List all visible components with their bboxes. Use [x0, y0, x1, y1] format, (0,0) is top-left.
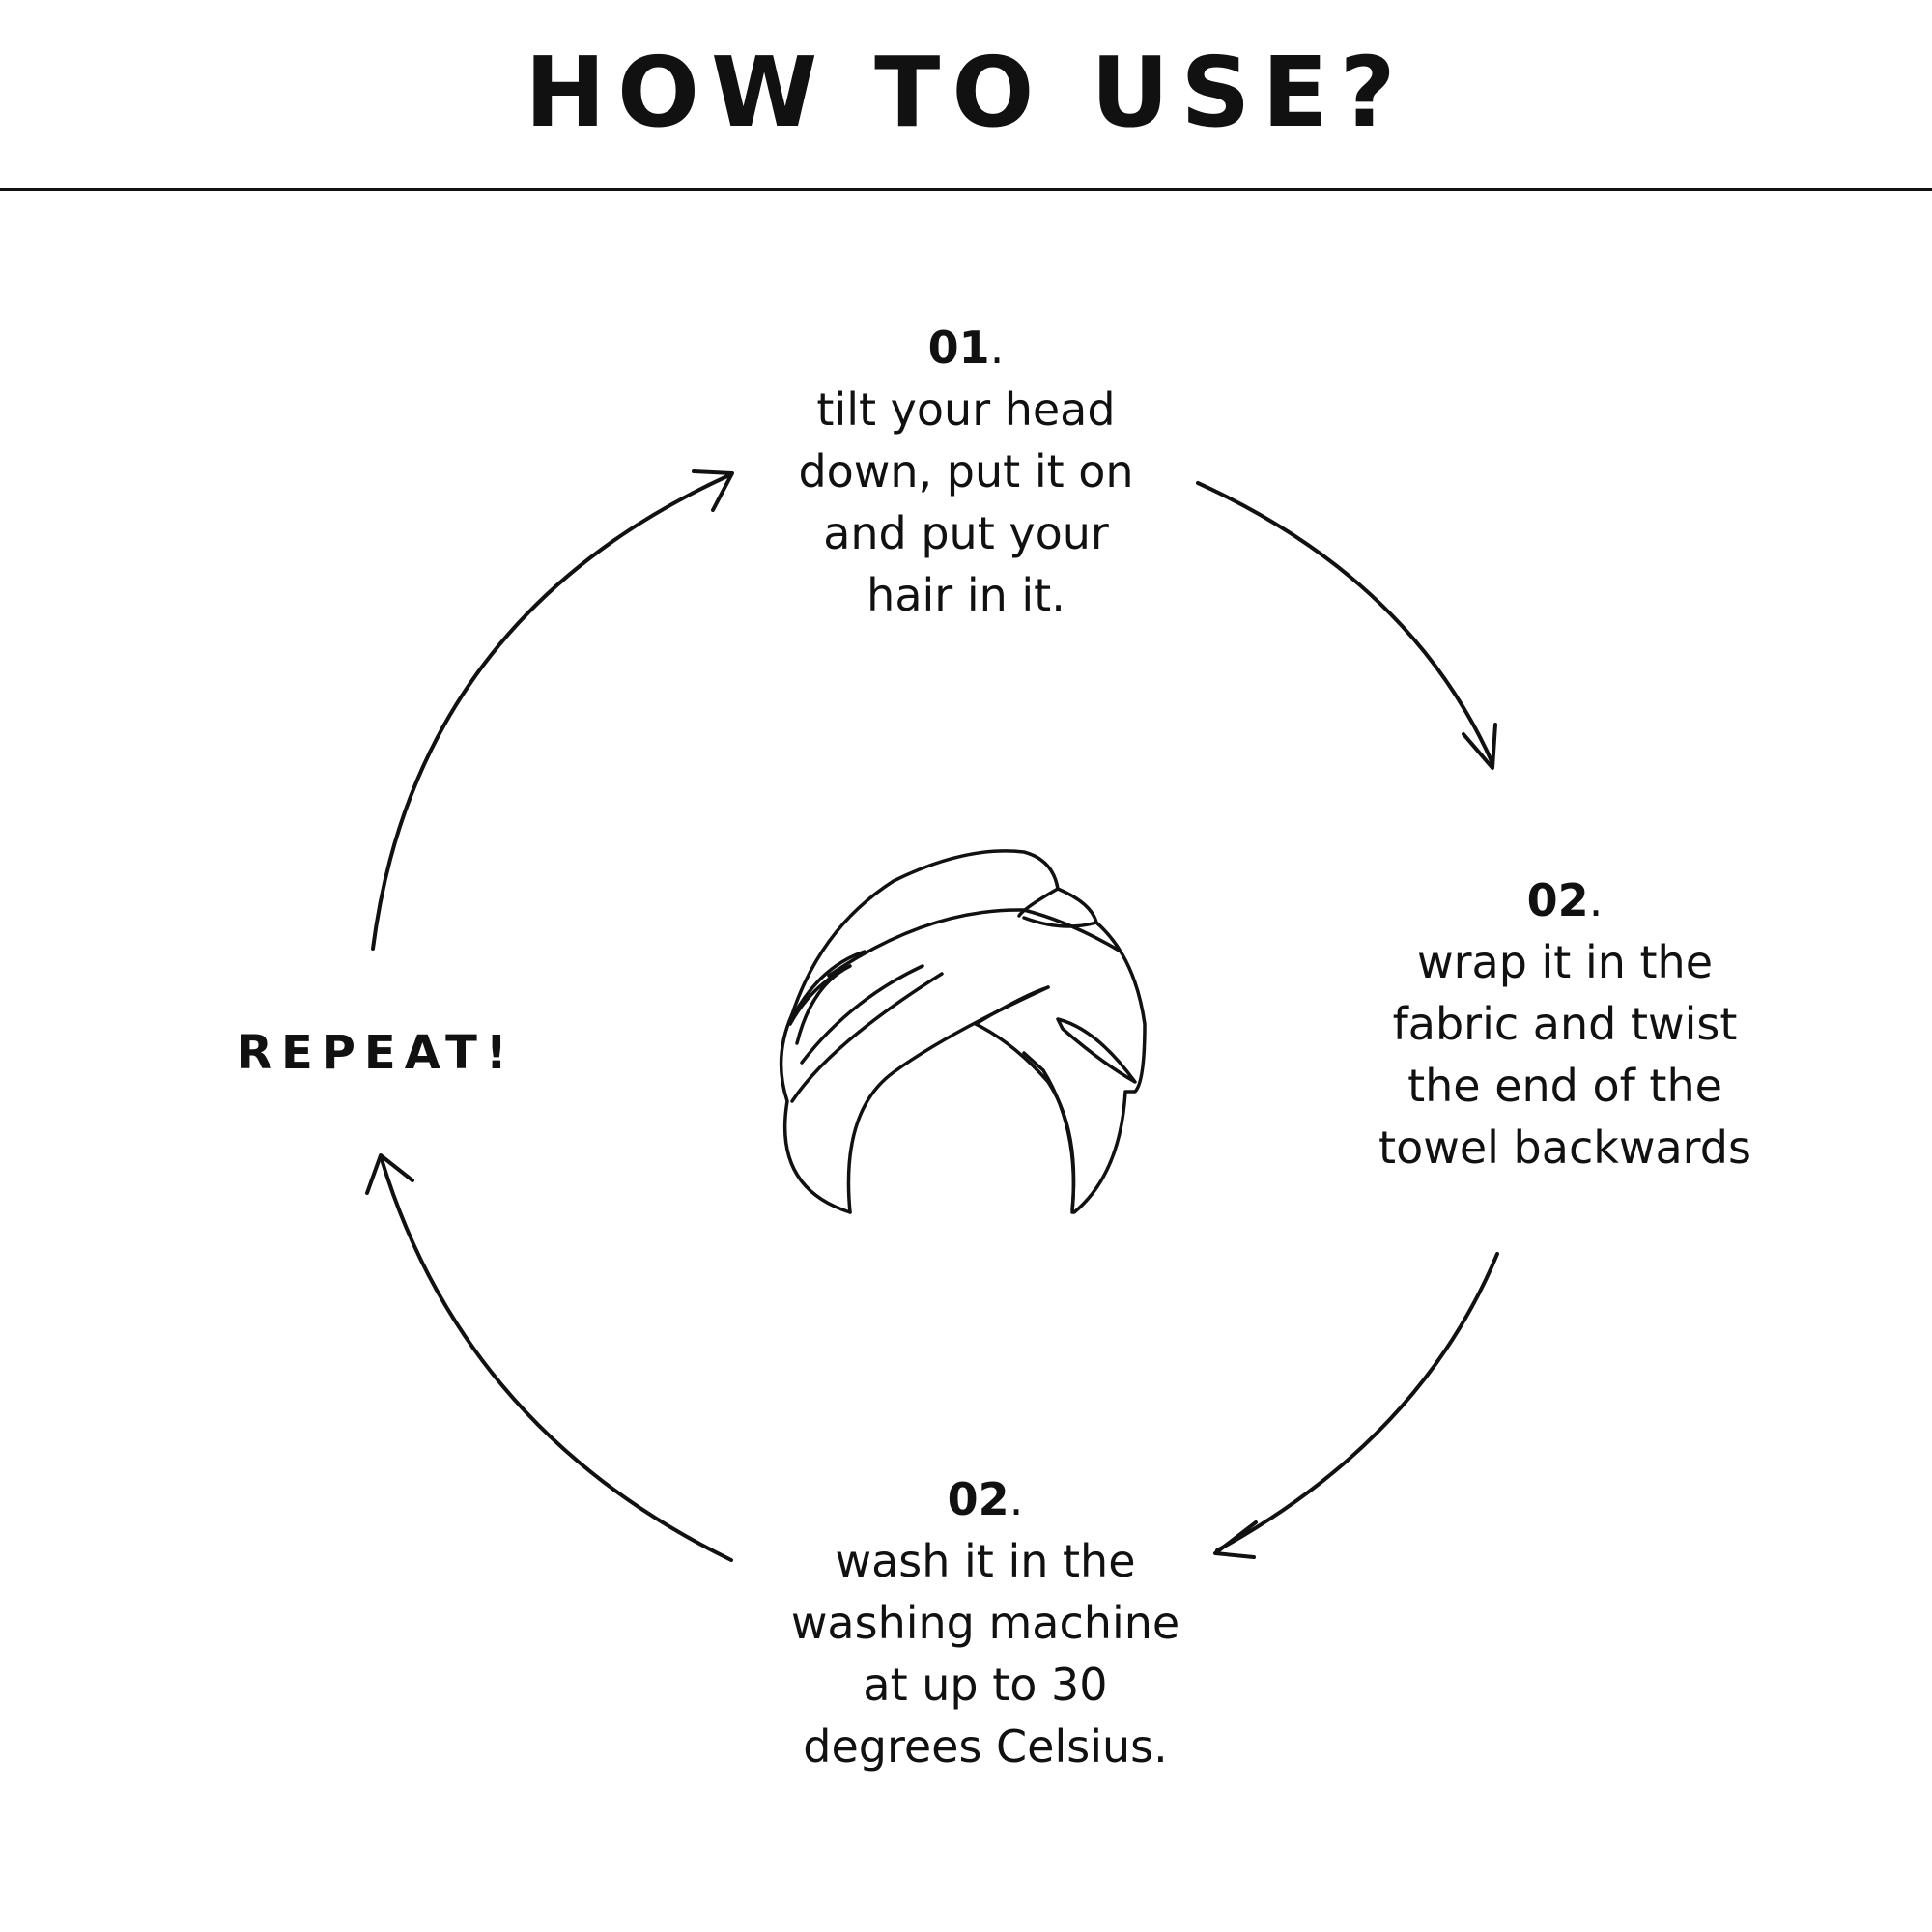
step-03: 02. wash it in the washing machine at up… [763, 1468, 1208, 1777]
hair-towel-turban-icon [779, 849, 1147, 1214]
step-number: 02. [947, 1473, 1024, 1525]
repeat-label: REPEAT! [237, 1026, 516, 1080]
arrow-icon [1213, 1252, 1499, 1559]
step-number: 02. [1526, 874, 1604, 926]
step-02: 02. wrap it in the fabric and twist the … [1352, 869, 1777, 1179]
title-divider [0, 188, 1932, 191]
step-number: 01. [927, 322, 1005, 374]
step-text: tilt your head down, put it on and put y… [798, 384, 1134, 621]
arrow-icon [1196, 481, 1497, 770]
arrow-icon [365, 1153, 733, 1562]
step-text: wash it in the washing machine at up to … [790, 1535, 1180, 1773]
step-text: wrap it in the fabric and twist the end … [1378, 936, 1751, 1174]
page-title: HOW TO USE? [525, 36, 1407, 149]
step-01: 01. tilt your head down, put it on and p… [763, 317, 1169, 626]
arrow-icon [371, 469, 734, 951]
